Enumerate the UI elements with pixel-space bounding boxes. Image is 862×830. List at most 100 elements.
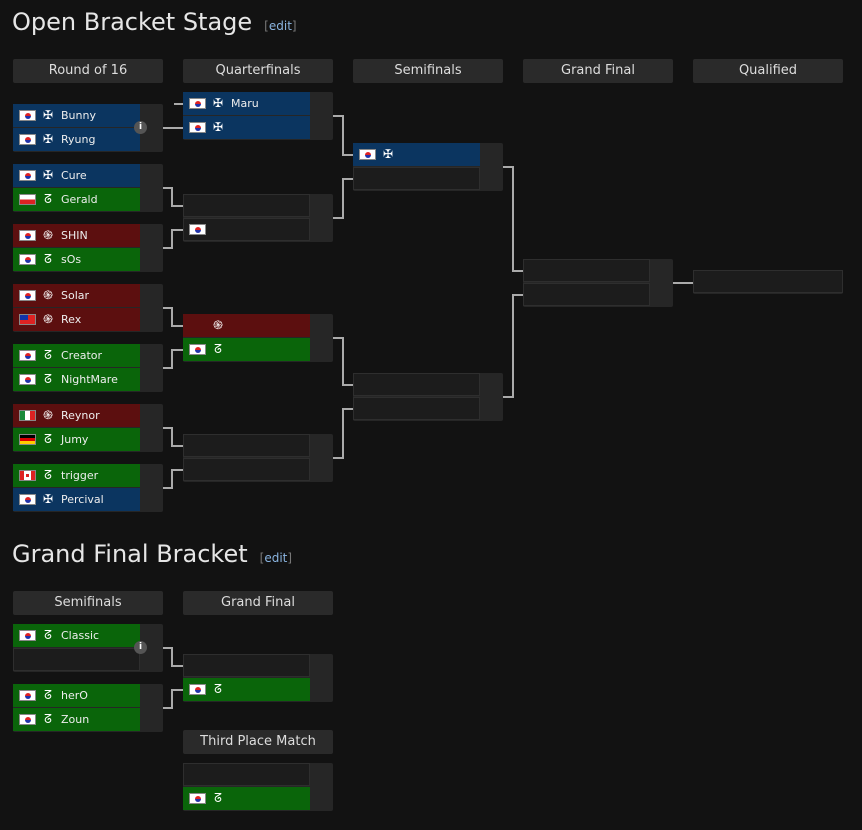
player-name: Cure	[61, 169, 87, 182]
player-slot[interactable]: ֍Rex	[13, 308, 140, 331]
player-slot[interactable]	[353, 373, 480, 396]
race-protoss-icon: ᘔ	[44, 252, 52, 266]
race-terran-icon: ✠	[42, 168, 54, 182]
player-slot[interactable]	[523, 283, 650, 306]
player-slot[interactable]: ֍ Solar	[13, 284, 140, 307]
player-slot[interactable]: ᘔ	[183, 787, 310, 810]
race-protoss-icon: ᘔ	[44, 372, 52, 386]
flag-tw-icon	[19, 314, 36, 325]
edit-link-wrapper: [edit]	[264, 19, 297, 33]
edit-link[interactable]: edit	[268, 19, 292, 33]
player-slot[interactable]	[353, 167, 480, 190]
flag-pl-icon	[19, 194, 36, 205]
race-terran-icon: ✠	[212, 96, 224, 110]
player-slot[interactable]: ᘔ	[183, 338, 310, 361]
score-cell	[140, 684, 163, 707]
player-slot[interactable]: ֍ SHIN	[13, 224, 140, 247]
race-terran-icon: ✠	[42, 132, 54, 146]
race-zerg-icon: ֍	[43, 228, 53, 242]
flag-kr-icon	[19, 350, 36, 361]
player-slot[interactable]	[183, 763, 310, 786]
flag-kr-icon	[359, 149, 376, 160]
flag-kr-icon	[189, 98, 206, 109]
player-slot[interactable]	[13, 648, 140, 671]
player-slot[interactable]	[183, 654, 310, 677]
match-info-icon[interactable]: i	[134, 641, 147, 654]
player-name: Solar	[61, 289, 90, 302]
flag-de-icon	[19, 434, 36, 445]
player-slot[interactable]	[183, 194, 310, 217]
flag-kr-icon	[19, 290, 36, 301]
race-terran-icon: ✠	[382, 147, 394, 161]
score-cell	[310, 314, 333, 337]
race-protoss-icon: ᘔ	[44, 348, 52, 362]
race-zerg-icon: ֍	[43, 408, 53, 422]
edit-link[interactable]: edit	[264, 551, 288, 565]
player-slot[interactable]	[183, 458, 310, 481]
match-qf-3: ֍ᘔ	[183, 314, 333, 362]
player-slot[interactable]: ✠Ryung	[13, 128, 140, 151]
match-qf-2	[183, 194, 333, 242]
match-sf-1: ✠	[353, 143, 503, 191]
player-slot[interactable]: ֍	[183, 314, 310, 337]
section-title-text: Grand Final Bracket	[12, 540, 248, 568]
round-header-qualified: Qualified	[693, 59, 843, 83]
score-cell	[140, 308, 163, 331]
score-cell	[140, 708, 163, 731]
race-protoss-icon: ᘔ	[214, 791, 222, 805]
player-slot[interactable]: ✠Bunny	[13, 104, 140, 127]
player-slot[interactable]	[353, 397, 480, 420]
player-slot[interactable]: ✠	[353, 143, 480, 166]
flag-kr-icon	[19, 690, 36, 701]
race-protoss-icon: ᘔ	[214, 342, 222, 356]
player-slot[interactable]	[523, 259, 650, 282]
score-cell	[480, 397, 503, 420]
score-cell	[140, 224, 163, 247]
match-gfb-3rd: ᘔ	[183, 763, 333, 811]
player-slot[interactable]	[183, 434, 310, 457]
player-slot[interactable]: ✠ Cure	[13, 164, 140, 187]
score-cell	[140, 404, 163, 427]
flag-kr-icon	[189, 344, 206, 355]
match-info-icon[interactable]: i	[134, 121, 147, 134]
player-slot[interactable]	[693, 270, 843, 293]
score-cell	[140, 284, 163, 307]
player-slot[interactable]	[183, 218, 310, 241]
score-cell	[140, 188, 163, 211]
player-name: SHIN	[61, 229, 88, 242]
score-cell	[310, 654, 333, 677]
flag-kr-icon	[19, 254, 36, 265]
player-slot[interactable]: ✠Maru	[183, 92, 310, 115]
race-zerg-icon: ֍	[43, 288, 53, 302]
round-header-semifinals: Semifinals	[353, 59, 503, 83]
score-cell	[140, 344, 163, 367]
player-slot[interactable]: ✠	[183, 116, 310, 139]
score-cell	[140, 428, 163, 451]
match-sf-2	[353, 373, 503, 421]
flag-ca-icon	[19, 470, 36, 481]
round-header-round-of-16: Round of 16	[13, 59, 163, 83]
player-name: Reynor	[61, 409, 100, 422]
flag-kr-icon	[19, 230, 36, 241]
player-slot[interactable]: ֍ Reynor	[13, 404, 140, 427]
score-cell	[310, 194, 333, 217]
section-title-grand-final-bracket: Grand Final Bracket[edit]	[12, 540, 292, 568]
player-slot[interactable]: ᘔ	[183, 678, 310, 701]
match-qualified	[693, 270, 843, 294]
player-slot[interactable]: ✠Percival	[13, 488, 140, 511]
score-cell	[310, 434, 333, 457]
player-name: herO	[61, 689, 88, 702]
